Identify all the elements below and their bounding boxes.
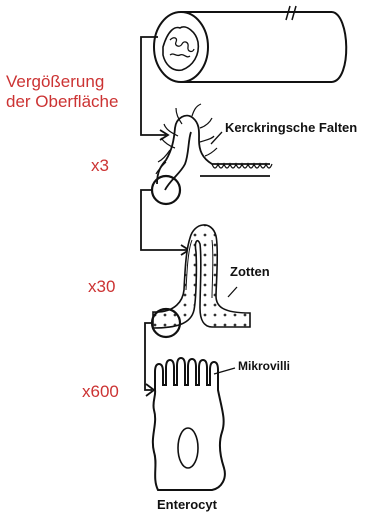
enterocyte-cell <box>153 358 225 490</box>
factor-x600: x600 <box>82 382 119 402</box>
connector-2 <box>141 190 187 250</box>
factor-x30: x30 <box>88 277 115 297</box>
label-microvilli: Mikrovilli <box>238 359 290 373</box>
label-folds: Kerckringsche Falten <box>225 120 357 135</box>
intro-label-line2: der Oberfläche <box>6 92 118 112</box>
leader-folds <box>211 132 222 144</box>
nucleus <box>178 428 198 468</box>
label-villi: Zotten <box>230 264 270 279</box>
factor-x3: x3 <box>91 156 109 176</box>
connector-3 <box>145 323 152 390</box>
leader-villi <box>228 287 237 297</box>
label-enterocyte: Enterocyt <box>157 497 217 512</box>
intestine-tube <box>154 6 346 82</box>
intro-label-line1: Vergößerung <box>6 72 104 92</box>
